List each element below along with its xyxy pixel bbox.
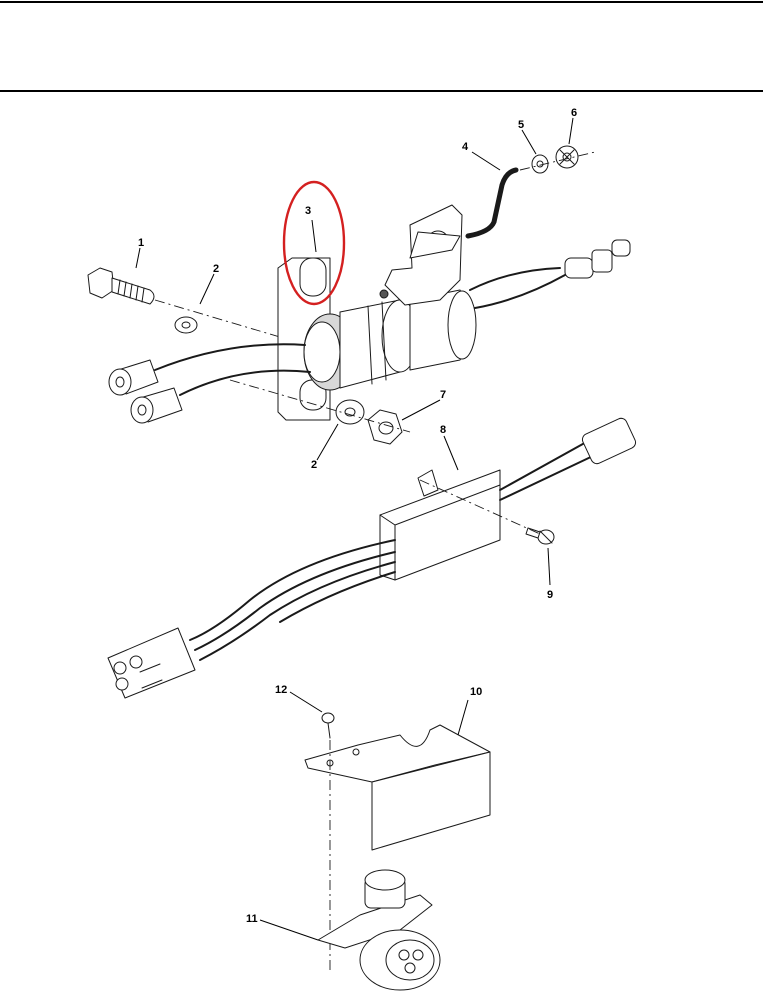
harness-centerline: [419, 479, 541, 535]
callout-3: 3: [305, 205, 311, 217]
callout-10: 10: [470, 686, 482, 698]
screw-part: [525, 527, 555, 545]
top-rule: [0, 1, 763, 3]
callout-1: 1: [138, 237, 144, 249]
receptacle-part: [317, 869, 441, 991]
callout-6: 6: [571, 107, 577, 119]
leader-lines: [135, 117, 574, 941]
callout-7: 7: [440, 389, 446, 401]
bolt-centerline: [154, 299, 291, 341]
callout-4: 4: [462, 141, 469, 153]
solenoid-body: [303, 289, 477, 391]
lever-bracket: [379, 204, 463, 306]
callout-8: 8: [440, 424, 446, 436]
rod-centerline: [519, 151, 596, 171]
top-screw-part: [321, 712, 335, 739]
right-lead-connector: [469, 239, 631, 309]
highlight-ring: [282, 180, 346, 306]
lock-washer-part: [555, 145, 579, 169]
callout-2-top: 2: [213, 263, 219, 275]
bolt-part: [87, 267, 155, 305]
left-leads: [108, 343, 311, 424]
washer-small-part: [531, 154, 549, 174]
callout-11: 11: [246, 913, 258, 925]
nut-part: [367, 409, 403, 445]
header-rule: [0, 90, 763, 92]
callout-12: 12: [275, 684, 287, 696]
callout-2-bottom: 2: [311, 459, 317, 471]
wiring-harness-part: [107, 417, 637, 699]
angle-bracket-part: [304, 724, 491, 851]
callout-9: 9: [547, 589, 553, 601]
washer-top-part: [174, 316, 198, 334]
callout-5: 5: [518, 119, 524, 131]
